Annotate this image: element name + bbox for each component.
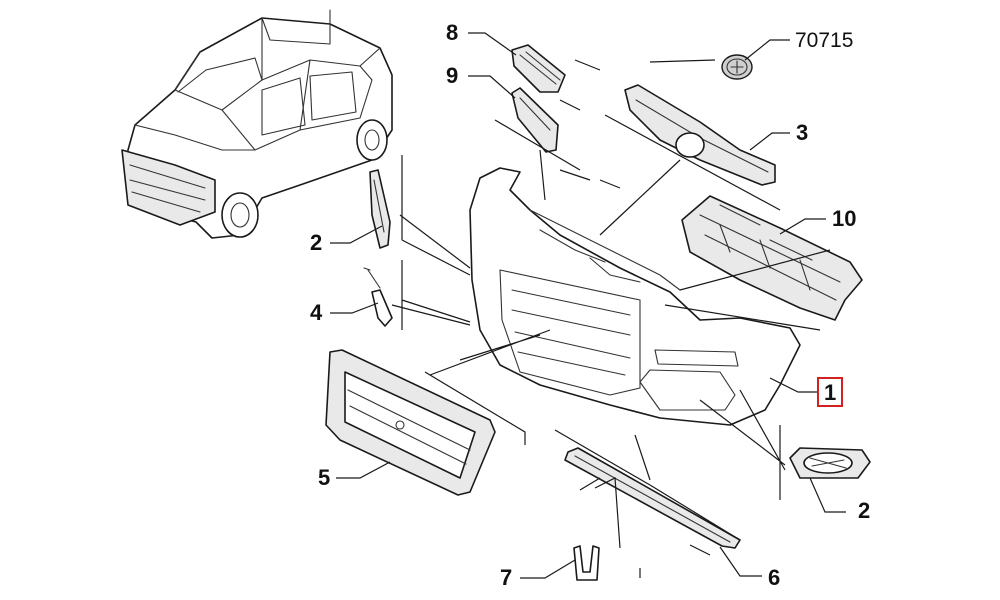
part-5-lower-grille: [325, 349, 496, 496]
callout-7: 7: [500, 565, 512, 590]
callout-1: 1: [824, 380, 836, 405]
part-8-upper-grille-strip: [511, 44, 566, 93]
part-2-fog-lamp-trim: [789, 447, 871, 479]
callout-70715: 70715: [795, 29, 853, 52]
part-4-clip-bracket: [363, 267, 393, 327]
part-7-retaining-clip: [573, 545, 600, 581]
part-2-left-side-trim: [369, 169, 391, 249]
part-3-upper-grille-bar: [624, 84, 776, 186]
callout-6: 6: [768, 565, 780, 590]
emblem-badge: [721, 54, 753, 80]
callout-4: 4: [310, 300, 323, 325]
callout-labels: 8 9 70715 3 10 2 4 1 5 2 7 6: [310, 20, 870, 590]
part-9-trim-piece: [511, 87, 559, 153]
callout-3: 3: [796, 120, 808, 145]
car-illustration: [121, 9, 393, 239]
callout-10: 10: [832, 206, 856, 231]
callout-2-right: 2: [858, 498, 870, 523]
callout-8: 8: [446, 20, 458, 45]
part-10-bumper-reinforcement: [681, 195, 863, 321]
callout-1-highlight-box: [817, 377, 843, 407]
leader-lines: [330, 32, 846, 579]
part-6-lower-spoiler-strip: [564, 447, 741, 549]
callout-9: 9: [446, 63, 458, 88]
part-1-front-bumper: [469, 167, 801, 426]
callout-2-left: 2: [310, 230, 322, 255]
callout-5: 5: [318, 465, 330, 490]
